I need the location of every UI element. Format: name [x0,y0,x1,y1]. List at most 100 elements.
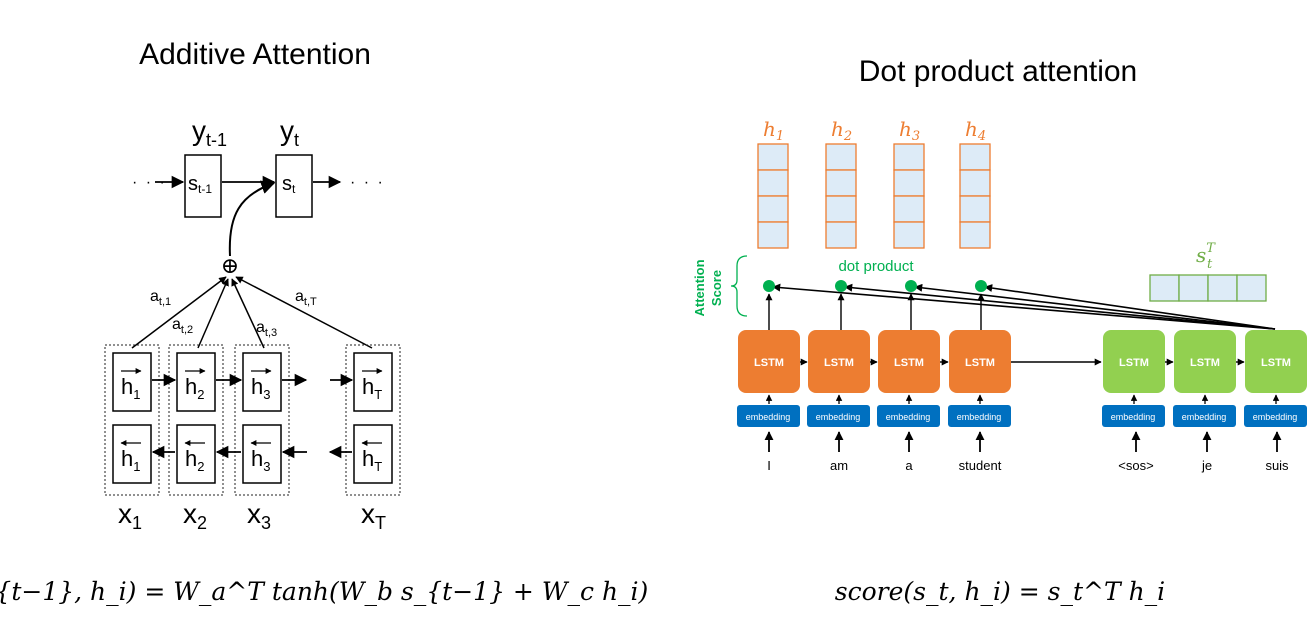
weight-line-1 [131,276,227,349]
encoder-embedding-2: embedding [807,405,870,427]
encoder-word-1: I [767,458,771,473]
encoder-column-T [345,344,401,496]
score-line-2 [844,283,1276,330]
score-dot-4 [975,280,987,292]
bwd-hidden-label-2: h2 [185,446,204,474]
left-ellipsis: · · · [132,174,167,191]
decoder-lstm-cell-1 [1103,330,1165,393]
bwd-hidden-box-T [353,424,393,484]
input-label-xT: xT [361,498,386,533]
bwd-hidden-label-T: hT [362,446,382,474]
encoder-lstm-cell-1 [738,330,800,393]
attention-score-label-line1: Attention [692,259,707,316]
output-label-yt-1: yt-1 [192,115,227,150]
hidden-label-h3: h3 [899,117,920,144]
decoder-lstm-cell-2 [1174,330,1236,393]
embedding-row: embedding embedding embedding embedding … [737,405,1307,427]
embedding-label: embedding [957,412,1002,422]
decoder-word-2: je [1201,458,1212,473]
bwd-hidden-label-3: h3 [251,446,270,474]
input-label-x3: x3 [247,498,271,533]
lstm-label: LSTM [965,357,995,369]
score-dot-1 [763,280,775,292]
right-ellipsis: · · · [350,174,385,191]
dot-product-attention-title: Dot product attention [859,55,1138,88]
encoder-lstm-cell-4 [949,330,1011,393]
dot-product-label: dot product [838,258,914,275]
bwd-hidden-box-3 [242,424,282,484]
bwd-hidden-box-1 [112,424,152,484]
encoder-lstm-cell-3 [878,330,940,393]
decoder-word-3: suis [1265,458,1289,473]
weight-line-2 [197,278,229,349]
score-dot-3 [905,280,917,292]
encoder-embedding-1: embedding [737,405,800,427]
score-line-4 [984,284,1276,330]
lstm-label: LSTM [1190,357,1220,369]
dot-product-attention-panel: Dot product attention h1 h2 h3 h4 [692,55,1307,606]
state-box-st [275,154,313,218]
decoder-lstm-row: LSTM LSTM LSTM [1103,330,1307,393]
bwd-hidden-label-1: h1 [121,446,140,474]
state-label-st: st [282,173,296,196]
lstm-label: LSTM [1261,357,1291,369]
additive-attention-title: Additive Attention [139,38,371,71]
output-label-yt: yt [280,115,299,150]
weight-label-at3: at,3 [256,319,277,339]
lstm-label: LSTM [824,357,854,369]
embedding-label: embedding [1111,412,1156,422]
weight-label-at1: at,1 [150,288,171,308]
encoder-word-3: a [905,458,913,473]
encoder-word-4: student [959,458,1002,473]
fwd-hidden-box-T [353,352,393,412]
hidden-vector-h4 [959,143,991,249]
weight-label-atT: at,T [295,288,317,308]
encoder-word-2: am [830,458,848,473]
decoder-word-1: <sos> [1118,458,1153,473]
weight-label-at2: at,2 [172,316,193,336]
embedding-label: embedding [886,412,931,422]
embedding-label: embedding [746,412,791,422]
decoder-embedding-3: embedding [1244,405,1307,427]
forward-hidden-row: h1 h2 h3 hT [112,352,393,412]
hidden-label-h1: h1 [763,117,784,144]
backward-hidden-row: h1 h2 h3 hT [112,424,393,484]
hidden-label-h4: h4 [965,117,986,144]
attention-score-label-line2: Score [709,270,724,306]
score-line-1 [772,283,1276,330]
hidden-vector-h2 [825,143,857,249]
fwd-hidden-box-3 [242,352,282,412]
encoder-embedding-4: embedding [948,405,1011,427]
embedding-label: embedding [1182,412,1227,422]
additive-attention-panel: Additive Attention yt-1 yt · · · st-1 st… [0,38,648,606]
fwd-hidden-label-2: h2 [185,374,204,402]
input-label-x2: x2 [183,498,207,533]
decoder-embedding-1: embedding [1102,405,1165,427]
decoder-state-vector [1149,274,1267,302]
score-dot-2 [835,280,847,292]
weight-line-T [235,276,373,349]
hidden-label-h2: h2 [831,117,852,144]
hidden-vectors [757,143,991,249]
embedding-label: embedding [1253,412,1298,422]
lstm-label: LSTM [754,357,784,369]
state-label-st-1: st-1 [188,173,212,196]
encoder-embedding-3: embedding [877,405,940,427]
hidden-vector-h1 [757,143,789,249]
decoder-embedding-2: embedding [1173,405,1236,427]
embedding-label: embedding [816,412,861,422]
lstm-label: LSTM [1119,357,1149,369]
sum-node-icon: ⊕ [221,254,239,279]
encoder-column-1 [104,344,160,496]
fwd-hidden-label-3: h3 [251,374,270,402]
encoder-lstm-cell-2 [808,330,870,393]
state-box-st-1 [184,154,222,218]
dot-product-score-formula: score(s_t, h_i) = s_t^T h_i [835,577,1165,606]
encoder-column-3 [234,344,290,496]
fwd-hidden-box-1 [112,352,152,412]
decoder-lstm-cell-3 [1245,330,1307,393]
score-line-3 [914,283,1276,330]
bwd-hidden-box-2 [176,424,216,484]
